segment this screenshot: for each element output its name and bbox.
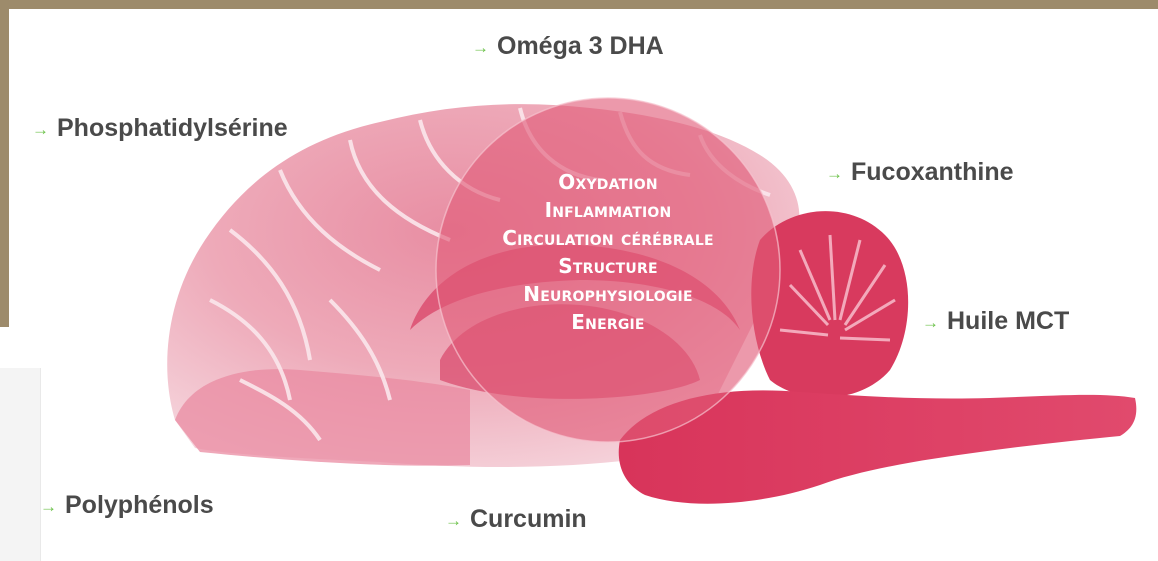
factor-item: Neurophysiologie [438, 280, 778, 308]
label-polyphenols: → Polyphénols [40, 491, 214, 520]
nutrient-label: Huile MCT [947, 307, 1069, 336]
factor-item: Circulation cérébrale [438, 224, 778, 252]
cerebrum-base [175, 369, 470, 466]
label-fucoxanthine: → Fucoxanthine [826, 158, 1014, 187]
arrow-right-icon: → [826, 164, 843, 184]
arrow-right-icon: → [472, 38, 489, 58]
arrow-right-icon: → [445, 511, 462, 531]
label-huile-mct: → Huile MCT [922, 307, 1069, 336]
arrow-right-icon: → [40, 497, 57, 517]
nutrient-label: Curcumin [470, 505, 587, 534]
nutrient-label: Oméga 3 DHA [497, 32, 664, 61]
arrow-right-icon: → [922, 313, 939, 333]
factor-item: Structure [438, 252, 778, 280]
nutrient-label: Phosphatidylsérine [57, 114, 288, 143]
arrow-right-icon: → [32, 120, 49, 140]
factor-item: Energie [438, 308, 778, 336]
label-curcumin: → Curcumin [445, 505, 587, 534]
nutrient-label: Fucoxanthine [851, 158, 1014, 187]
nutrient-label: Polyphénols [65, 491, 214, 520]
label-phosphatidylserine: → Phosphatidylsérine [32, 114, 288, 143]
factors-list: Oxydation Inflammation Circulation céréb… [438, 168, 778, 336]
factor-item: Inflammation [438, 196, 778, 224]
factor-item: Oxydation [438, 168, 778, 196]
label-omega3: → Oméga 3 DHA [472, 32, 664, 61]
